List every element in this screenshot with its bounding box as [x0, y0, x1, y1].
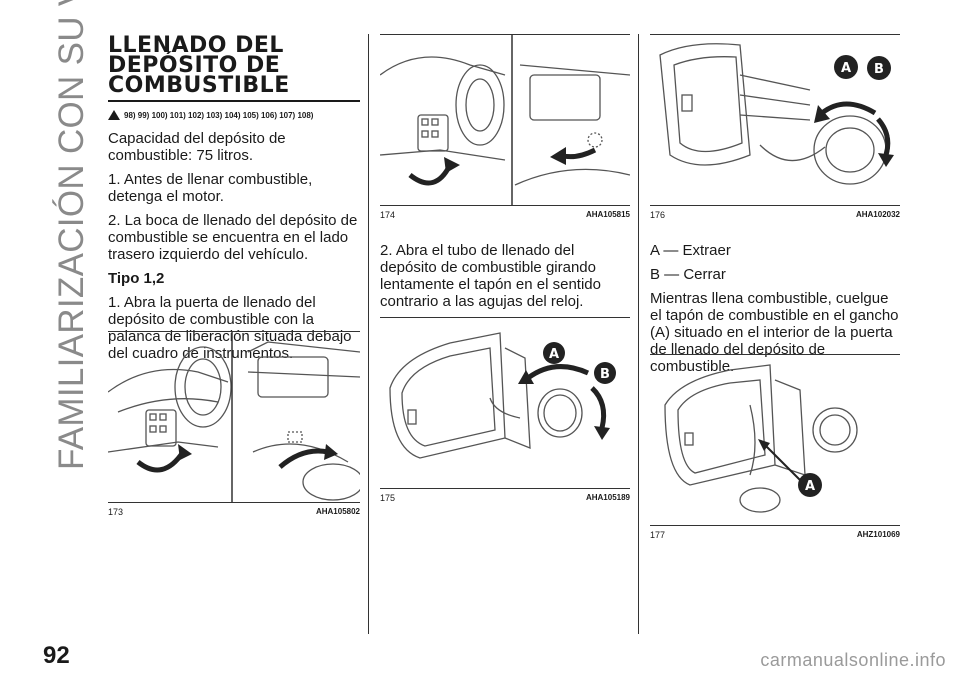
figure-number: 175 — [380, 493, 396, 503]
capacity-paragraph: Capacidad del depósito de combustible: 7… — [108, 130, 286, 164]
warning-references: 98) 99) 100) 101) 102) 103) 104) 105) 10… — [108, 110, 360, 120]
figure-number: 174 — [380, 210, 396, 220]
figure-code: AHA105802 — [315, 507, 360, 516]
chapter-title: FAMILIARIZACIÓN CON SU VEHÍCULO — [52, 0, 91, 470]
figure-code: AHZ101069 — [856, 530, 900, 539]
figure-number: 173 — [108, 507, 124, 517]
step-open-cap-paragraph: 2. Abra el tubo de llenado del depósito … — [380, 242, 601, 310]
label-b: B — [600, 367, 610, 382]
fuel-cap-rotation-illustration: A B — [389, 332, 616, 459]
figure-174: 174 AHA105815 — [380, 34, 630, 220]
figure-code: AHA102032 — [855, 210, 900, 219]
figure-177: A 177 AHZ101069 — [650, 354, 900, 540]
dashboard-release-lever-illustration — [108, 332, 360, 502]
column-divider-1 — [368, 34, 369, 634]
door-release-illustration — [380, 35, 630, 205]
column-3-text: A — Extraer B — Cerrar Mientras llena co… — [650, 242, 900, 382]
column-2-text: 2. Abra el tubo de llenado del depósito … — [380, 242, 630, 317]
column-1: LLENADO DEL DEPÓSITO DE COMBUSTIBLE 98) … — [108, 33, 360, 369]
step-1-paragraph: 1. Antes de llenar combustible, detenga … — [108, 171, 313, 205]
figure-number: 176 — [650, 210, 666, 220]
column-divider-2 — [638, 34, 639, 634]
figure-caption: 174 AHA105815 — [380, 210, 630, 220]
label-a: A — [805, 479, 815, 494]
section-title-line: DEPÓSITO DE — [108, 53, 281, 78]
hang-cap-paragraph: Mientras llena combustible, cuelgue el t… — [650, 290, 899, 375]
fuel-cap-detail-illustration: A B — [659, 43, 894, 185]
figure-caption: 175 AHA105189 — [380, 493, 630, 503]
title-rule — [108, 100, 360, 102]
figure-caption: 177 AHZ101069 — [650, 530, 900, 540]
section-title-line: COMBUSTIBLE — [108, 73, 290, 98]
page-number: 92 — [43, 642, 70, 669]
legend-a: A — Extraer — [650, 242, 731, 259]
section-title-line: LLENADO DEL — [108, 33, 284, 58]
figure-176: A B 176 AHA102032 — [650, 34, 900, 220]
figure-number: 177 — [650, 530, 666, 540]
label-a: A — [841, 61, 851, 76]
warning-reference-list: 98) 99) 100) 101) 102) 103) 104) 105) 10… — [124, 110, 314, 120]
type-subheading: Tipo 1,2 — [108, 270, 165, 287]
figure-code: AHA105189 — [585, 493, 630, 502]
label-b: B — [874, 62, 884, 77]
label-a: A — [549, 347, 559, 362]
figure-caption: 176 AHA102032 — [650, 210, 900, 220]
figure-code: AHA105815 — [585, 210, 630, 219]
section-title: LLENADO DEL DEPÓSITO DE COMBUSTIBLE — [108, 33, 360, 98]
fuel-cap-hook-illustration: A — [664, 364, 858, 513]
warning-icon — [108, 110, 120, 120]
watermark: carmanualsonline.info — [760, 650, 946, 670]
legend-b: B — Cerrar — [650, 266, 726, 283]
figure-175: A B 175 AHA105189 — [380, 317, 630, 503]
figure-173: 173 AHA105802 — [108, 331, 360, 517]
figure-caption: 173 AHA105802 — [108, 507, 360, 517]
type-step-1-paragraph: 1. Abra la puerta de llenado del depósit… — [108, 294, 352, 362]
step-2-paragraph: 2. La boca de llenado del depósito de co… — [108, 212, 358, 263]
